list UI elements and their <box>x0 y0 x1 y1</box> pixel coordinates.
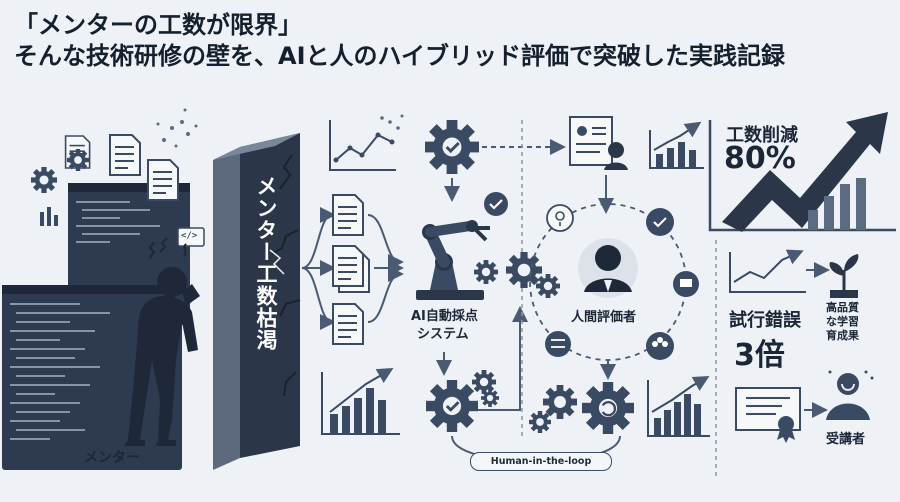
trial-title: 試行錯誤 <box>729 310 801 331</box>
mini-bar-chart-top <box>649 121 704 169</box>
floating-docs-left <box>31 108 198 226</box>
check-badge <box>484 192 508 216</box>
loop-icons <box>545 204 699 360</box>
code-tag: </> <box>181 231 198 241</box>
bar-chart-bottom-right <box>647 376 710 437</box>
wall-label: メンター工数枯渇 <box>254 175 278 351</box>
trial-value: 3倍 <box>734 338 785 373</box>
big-rising-arrow <box>708 112 896 232</box>
refresh-gear <box>582 382 634 434</box>
bar-chart-bottom-left <box>321 367 400 435</box>
stress-marks <box>148 237 187 259</box>
line-chart-top <box>329 114 404 171</box>
check-gear-top <box>425 120 479 174</box>
quality-line-3: 育成果 <box>826 329 859 342</box>
title-line-1: 「メンターの工数が限界」 <box>14 11 302 39</box>
title-line-2: そんな技術研修の壁を、AIと人のハイブリッド評価で突破した実践記録 <box>14 42 786 70</box>
mentor-label: メンター <box>84 450 140 466</box>
plant-icon <box>829 254 859 298</box>
wall <box>213 133 301 470</box>
ai-system-label-2: システム <box>417 327 469 342</box>
quality-line-2: な学習 <box>826 315 859 328</box>
bottom-gears <box>426 370 499 432</box>
profile-card <box>569 116 628 170</box>
input-docs <box>332 194 370 345</box>
quality-line-1: 高品質 <box>826 301 859 314</box>
ai-system-label-1: AI自動採点 <box>411 309 478 324</box>
mini-bar-chart-left <box>40 207 58 226</box>
robot-arm <box>416 220 498 300</box>
learner-icon <box>826 370 874 420</box>
human-in-the-loop-badge: Human-in-the-loop <box>470 452 612 471</box>
reduction-value: 80% <box>724 141 796 176</box>
learner-label: 受講者 <box>826 432 866 447</box>
certificate-icon <box>735 387 801 443</box>
docs-to-robot-arrows <box>367 214 404 323</box>
human-evaluator-label: 人間評価者 <box>571 310 637 325</box>
reduction-title: 工数削減 <box>726 125 798 146</box>
mentor-silhouette <box>124 267 200 446</box>
page-title: 「メンターの工数が限界」 そんな技術研修の壁を、AIと人のハイブリッド評価で突破… <box>14 10 886 72</box>
line-chart-right <box>729 249 806 293</box>
wall-to-docs-arrows <box>301 207 336 330</box>
loop-up-arrow <box>478 306 528 411</box>
